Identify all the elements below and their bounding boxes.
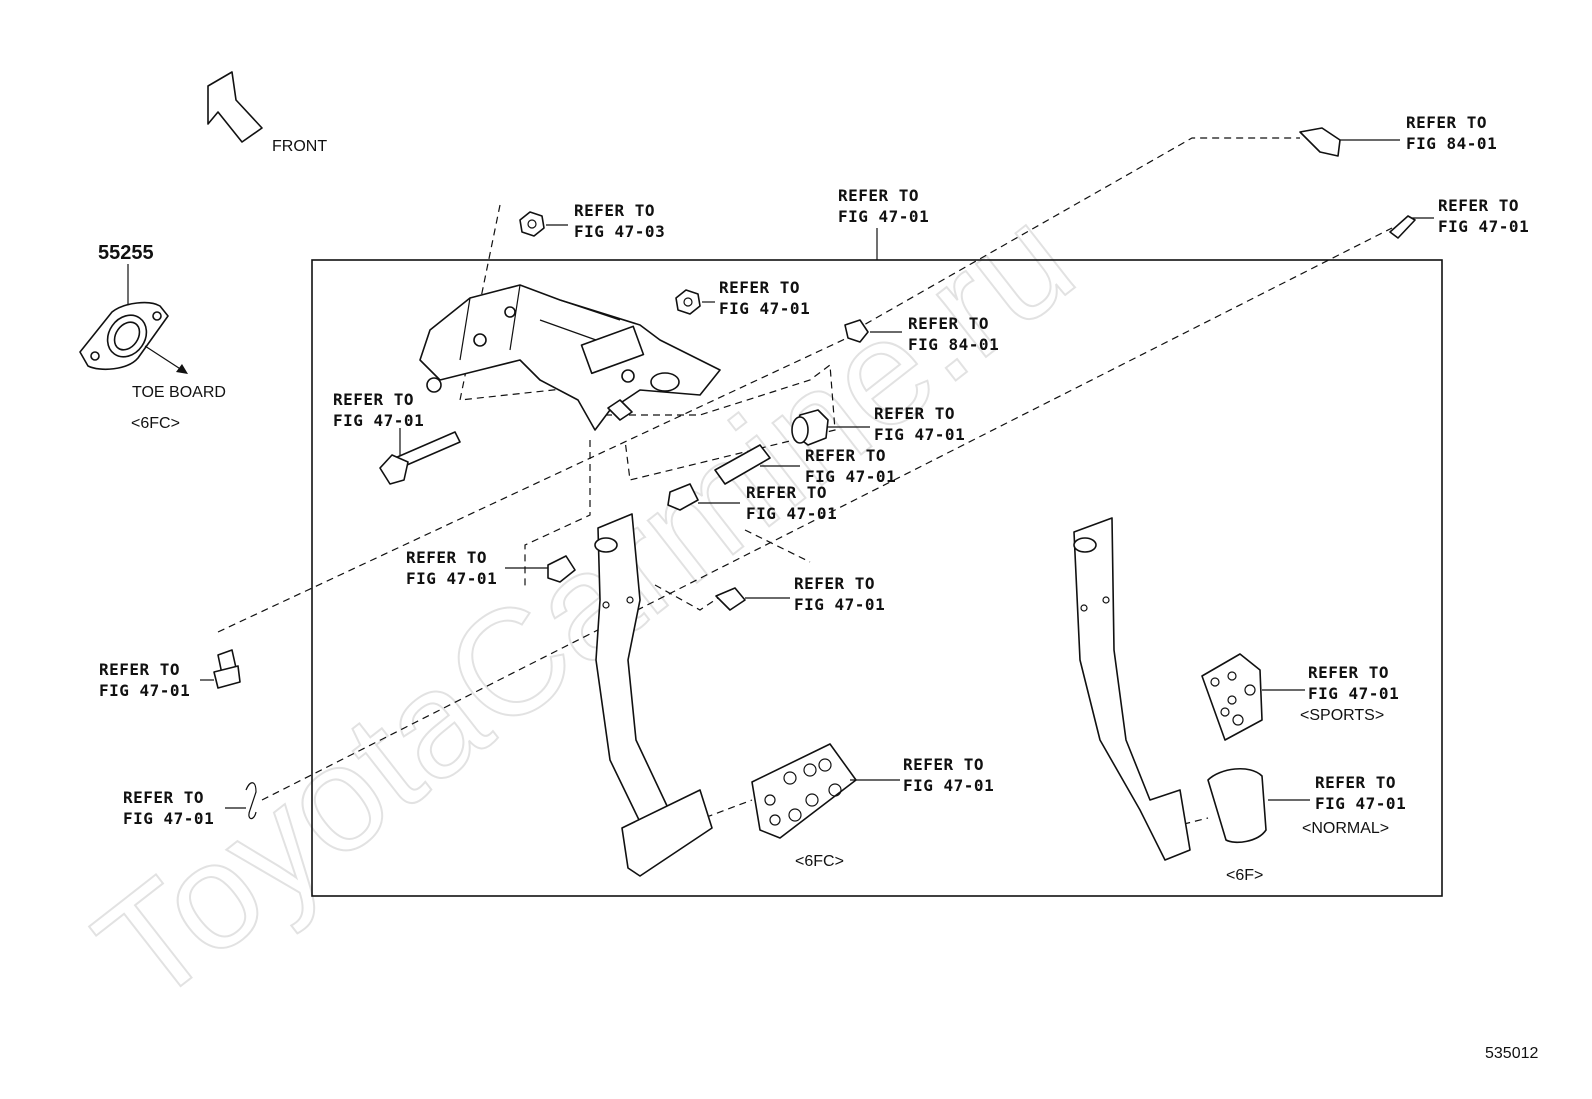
spring-icon [791, 409, 829, 446]
toe-board-variant: <6FC> [131, 415, 180, 432]
stopper-icon [715, 587, 746, 611]
callout-text: FIG 47-01 [746, 504, 837, 523]
nut-icon [675, 289, 701, 315]
callout-c3[interactable]: REFER TO FIG 47-01 [838, 186, 929, 226]
dashed-leader [854, 137, 1300, 331]
toe-board-seal-icon [79, 301, 169, 371]
callout-c1[interactable]: REFER TO FIG 84-01 [1406, 113, 1497, 153]
callout-text: FIG 47-03 [574, 222, 665, 241]
callout-c8[interactable]: REFER TO FIG 47-01 [874, 404, 965, 444]
callout-text: FIG 47-01 [838, 207, 929, 226]
dashed-leader [459, 204, 601, 401]
callout-text: REFER TO [99, 660, 180, 679]
callout-text: REFER TO [1315, 773, 1396, 792]
callout-text: FIG 47-01 [1315, 794, 1406, 813]
callout-text: REFER TO [1406, 113, 1487, 132]
dashed-leader [654, 584, 719, 611]
brake-pedal-6f-icon [1073, 517, 1191, 861]
callout-text: FIG 47-01 [805, 467, 896, 486]
bushing-icon [667, 483, 699, 511]
callout-text: FIG 47-01 [794, 595, 885, 614]
callout-text: REFER TO [903, 755, 984, 774]
bolt-icon [213, 649, 241, 689]
callout-text: REFER TO [746, 483, 827, 502]
pedal-pad-6fc-icon [751, 743, 857, 839]
callout-c16[interactable]: REFER TO FIG 47-01 [1315, 773, 1406, 813]
callout-c5[interactable]: REFER TO FIG 47-01 [719, 278, 810, 318]
bushing-icon [547, 555, 576, 583]
callout-text: REFER TO [1308, 663, 1389, 682]
switch-icon [1299, 127, 1341, 157]
callout-text: FIG 84-01 [1406, 134, 1497, 153]
callout-text: FIG 47-01 [1308, 684, 1399, 703]
callout-text: REFER TO [719, 278, 800, 297]
brake-pedal-6fc-icon [594, 513, 713, 877]
callout-c9[interactable]: REFER TO FIG 47-01 [805, 446, 896, 486]
pedal-bracket-icon [419, 284, 721, 431]
callout-c14[interactable]: REFER TO FIG 47-01 [1308, 663, 1399, 703]
callout-c7[interactable]: REFER TO FIG 47-01 [333, 390, 424, 430]
dashed-leader [217, 331, 861, 633]
callout-text: FIG 47-01 [406, 569, 497, 588]
callout-text: FIG 47-01 [719, 299, 810, 318]
variant-6fc-label: <6FC> [795, 853, 844, 870]
callout-text: REFER TO [1438, 196, 1519, 215]
callout-text: REFER TO [333, 390, 414, 409]
pin-icon [1389, 215, 1416, 239]
callout-text: REFER TO [874, 404, 955, 423]
callout-text: FIG 47-01 [903, 776, 994, 795]
callout-c2[interactable]: REFER TO FIG 47-01 [1438, 196, 1529, 236]
callout-text: REFER TO [805, 446, 886, 465]
callout-text: REFER TO [794, 574, 875, 593]
bolt-icon [379, 431, 461, 485]
diagram-number: 535012 [1485, 1045, 1538, 1062]
callout-text: REFER TO [574, 201, 655, 220]
variant-sports-label: <SPORTS> [1300, 707, 1384, 724]
nut-icon [519, 211, 545, 237]
front-arrow-icon [207, 71, 263, 143]
clip-icon [245, 782, 257, 820]
callout-text: REFER TO [406, 548, 487, 567]
watermark: ToyotaCarmine.ru [66, 174, 1102, 1035]
dashed-leader [744, 529, 811, 563]
callout-c10[interactable]: REFER TO FIG 47-01 [746, 483, 837, 523]
variant-6f-label: <6F> [1226, 867, 1263, 884]
callout-text: FIG 47-01 [874, 425, 965, 444]
callout-c6[interactable]: REFER TO FIG 84-01 [908, 314, 999, 354]
callout-c4[interactable]: REFER TO FIG 47-03 [574, 201, 665, 241]
pedal-pad-normal-icon [1207, 767, 1267, 844]
callout-c11[interactable]: REFER TO FIG 47-01 [406, 548, 497, 588]
front-label: FRONT [272, 138, 327, 155]
callout-text: FIG 47-01 [333, 411, 424, 430]
callout-c17[interactable]: REFER TO FIG 47-01 [123, 788, 214, 828]
callout-text: REFER TO [838, 186, 919, 205]
callout-text: FIG 84-01 [908, 335, 999, 354]
callout-text: REFER TO [123, 788, 204, 807]
callout-text: FIG 47-01 [1438, 217, 1529, 236]
callout-c15[interactable]: REFER TO FIG 47-01 [903, 755, 994, 795]
pin-icon [714, 444, 771, 485]
callout-c12[interactable]: REFER TO FIG 47-01 [794, 574, 885, 614]
toe-board-label: TOE BOARD [132, 384, 226, 401]
callout-text: FIG 47-01 [123, 809, 214, 828]
callout-text: REFER TO [908, 314, 989, 333]
toe-board-arrow [144, 345, 186, 373]
clip-icon [844, 319, 869, 343]
variant-normal-label: <NORMAL> [1302, 820, 1389, 837]
callout-c13[interactable]: REFER TO FIG 47-01 [99, 660, 190, 700]
part-number-55255[interactable]: 55255 [98, 242, 154, 264]
pedal-pad-sports-icon [1201, 653, 1263, 741]
callout-text: FIG 47-01 [99, 681, 190, 700]
